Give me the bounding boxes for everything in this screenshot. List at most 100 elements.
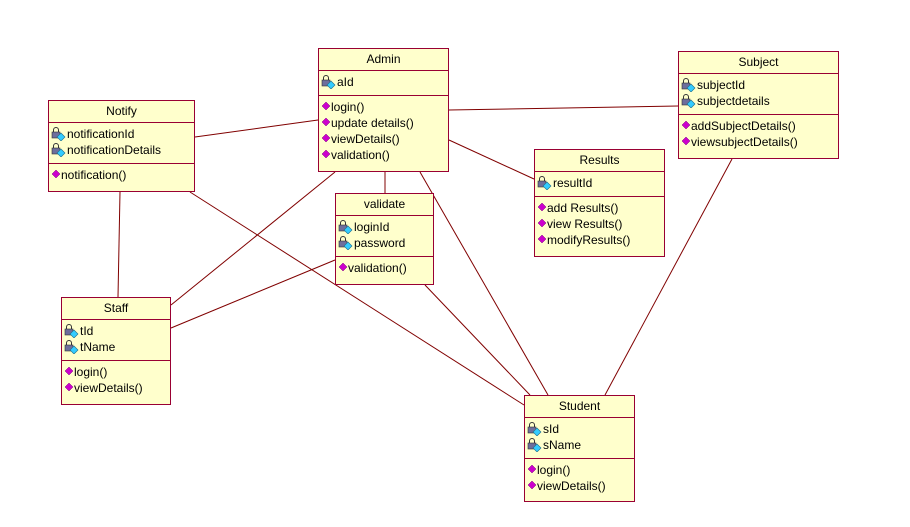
attribute-list: resultId: [535, 172, 664, 196]
operation-list: login() viewDetails(): [525, 458, 634, 499]
magenta-diamond-icon: [321, 132, 331, 146]
operation-row: add Results(): [537, 200, 664, 216]
magenta-diamond-icon: [681, 135, 691, 149]
operation-list: add Results() view Results() modifyResults…: [535, 196, 664, 253]
attribute-row: resultId: [537, 175, 664, 191]
lock-diamond-icon: [51, 127, 67, 142]
association-admin-staff: [170, 171, 336, 306]
attribute-label: sName: [543, 438, 582, 452]
class-name: Results: [535, 150, 664, 172]
association-lines: [117, 105, 733, 406]
operation-list: login() update details() viewDetails()vali…: [319, 95, 448, 168]
operation-row: viewDetails(): [527, 478, 634, 494]
operation-label: addSubjectDetails(): [691, 119, 796, 133]
operation-label: viewDetails(): [331, 132, 400, 146]
attribute-label: notificationDetails: [67, 143, 162, 157]
operation-row: login(): [64, 364, 170, 380]
lock-diamond-icon: [527, 422, 543, 437]
operation-label: viewDetails(): [74, 381, 143, 395]
operation-row: notification(): [51, 167, 194, 183]
attribute-label: sId: [543, 422, 560, 436]
student-class[interactable]: Student sId sName login() viewDetails(): [524, 395, 635, 502]
attribute-label: tName: [80, 340, 116, 354]
operation-label: login(): [537, 463, 571, 477]
attribute-row: tId: [64, 323, 170, 339]
lock-diamond-icon: [64, 340, 80, 355]
attribute-label: tId: [80, 324, 94, 338]
attribute-label: password: [354, 236, 406, 250]
operation-label: update details(): [331, 116, 414, 130]
operation-list: addSubjectDetails() viewsubjectDetails(): [679, 114, 838, 155]
magenta-diamond-icon: [338, 261, 348, 275]
lock-diamond-icon: [527, 438, 543, 453]
association-notify-admin: [194, 119, 319, 138]
attribute-list: subjectId subjectdetails: [679, 74, 838, 114]
operation-row: validation(): [321, 147, 448, 163]
operation-label: viewsubjectDetails(): [691, 135, 798, 149]
attribute-label: resultId: [553, 176, 593, 190]
attribute-label: loginId: [354, 220, 390, 234]
operation-label: login(): [331, 100, 365, 114]
operation-row: viewsubjectDetails(): [681, 134, 838, 150]
class-name: Admin: [319, 49, 448, 71]
class-name: Student: [525, 396, 634, 418]
magenta-diamond-icon: [321, 100, 331, 114]
lock-diamond-icon: [537, 176, 553, 191]
class-name: Subject: [679, 52, 838, 74]
operation-list: validation(): [336, 256, 433, 281]
attribute-row: tName: [64, 339, 170, 355]
operation-row: validation(): [338, 260, 433, 276]
operation-label: viewDetails(): [537, 479, 606, 493]
lock-diamond-icon: [338, 220, 354, 235]
association-notify-student: [189, 191, 525, 406]
association-notify-staff: [117, 191, 121, 298]
operation-row: modifyResults(): [537, 232, 664, 248]
magenta-diamond-icon: [321, 148, 331, 162]
association-admin-subject: [448, 105, 679, 111]
operation-label: notification(): [61, 168, 127, 182]
operation-label: view Results(): [547, 217, 623, 231]
class-name: validate: [336, 194, 433, 216]
attribute-list: tId tName: [62, 320, 170, 360]
association-validate-student: [424, 284, 531, 396]
lock-diamond-icon: [338, 236, 354, 251]
association-validate-staff: [170, 259, 336, 329]
attribute-list: loginId password: [336, 216, 433, 256]
subject-class[interactable]: Subject subjectId subjectdetails addSubje…: [678, 51, 839, 159]
operation-label: validation(): [348, 261, 407, 275]
operation-row: view Results(): [537, 216, 664, 232]
admin-class[interactable]: Admin aId login() update details() viewDet…: [318, 48, 449, 172]
magenta-diamond-icon: [527, 479, 537, 493]
class-name: Notify: [49, 101, 194, 123]
results-class[interactable]: Results resultId add Results() view Resul…: [534, 149, 665, 257]
attribute-list: aId: [319, 71, 448, 95]
validate-class[interactable]: validate loginId password validation(): [335, 193, 434, 285]
attribute-list: sId sName: [525, 418, 634, 458]
operation-label: login(): [74, 365, 108, 379]
lock-diamond-icon: [51, 143, 67, 158]
attribute-label: subjectId: [697, 78, 746, 92]
association-admin-student: [419, 171, 549, 396]
lock-diamond-icon: [321, 75, 337, 90]
magenta-diamond-icon: [537, 233, 547, 247]
attribute-row: subjectdetails: [681, 93, 838, 109]
attribute-row: notificationId: [51, 126, 194, 142]
operation-label: add Results(): [547, 201, 619, 215]
magenta-diamond-icon: [681, 119, 691, 133]
operation-row: addSubjectDetails(): [681, 118, 838, 134]
operation-row: login(): [527, 462, 634, 478]
magenta-diamond-icon: [321, 116, 331, 130]
attribute-row: password: [338, 235, 433, 251]
magenta-diamond-icon: [537, 217, 547, 231]
operation-label: modifyResults(): [547, 233, 631, 247]
attribute-row: sName: [527, 437, 634, 453]
operation-list: login() viewDetails(): [62, 360, 170, 401]
attribute-row: sId: [527, 421, 634, 437]
lock-diamond-icon: [64, 324, 80, 339]
attribute-label: subjectdetails: [697, 94, 770, 108]
attribute-row: subjectId: [681, 77, 838, 93]
